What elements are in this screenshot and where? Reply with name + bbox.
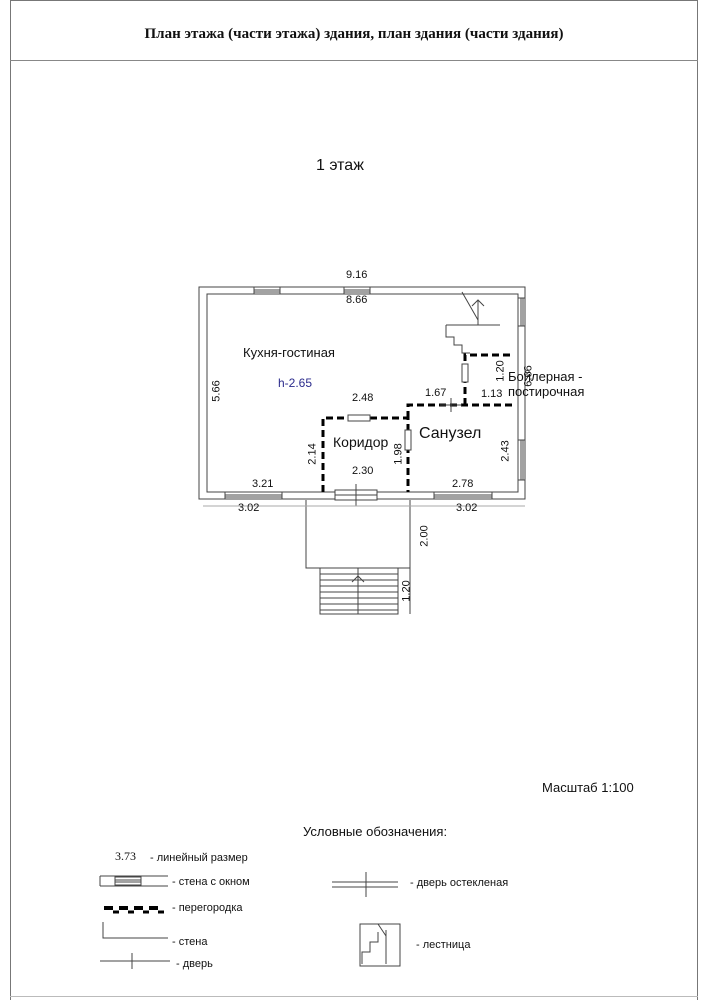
dim-bottom-right-outer: 3.02 xyxy=(456,502,478,514)
dim-bottom-left-inner: 3.21 xyxy=(252,478,274,490)
boiler-partition xyxy=(463,353,512,405)
legend-glass-door: - дверь остекленая xyxy=(410,877,509,889)
legend-stairs: - лестница xyxy=(416,939,471,951)
dim-bath-right: 2.43 xyxy=(499,440,512,462)
dim-outer-top: 9.16 xyxy=(346,269,368,281)
dim-inner-top: 8.66 xyxy=(346,294,368,306)
legend-title: Условные обозначения: xyxy=(303,824,448,839)
dim-bottom-right-inner: 2.78 xyxy=(452,478,474,490)
room-bathroom: Санузел xyxy=(419,425,482,442)
dim-boiler-height: 1.20 xyxy=(494,360,507,382)
dim-corridor-left: 2.14 xyxy=(306,443,319,465)
bottom-window-left xyxy=(224,491,283,500)
dim-bath-top: 1.67 xyxy=(425,387,447,399)
legend-partition: - перегородка xyxy=(172,902,243,914)
interior-stairs xyxy=(445,291,500,354)
left-border xyxy=(10,0,11,1000)
dim-corridor-bottom: 2.30 xyxy=(352,465,374,477)
legend-sample-value: 3.73 xyxy=(115,849,136,863)
bathroom-door xyxy=(404,429,412,451)
scale-label: Масштаб 1:100 xyxy=(542,780,634,795)
porch-stairs xyxy=(319,567,399,615)
page-title: План этажа (части этажа) здания, план зд… xyxy=(144,26,564,42)
dim-porch-length: 2.00 xyxy=(418,525,431,547)
dim-bottom-left-outer: 3.02 xyxy=(238,502,260,514)
legend-wall: - стена xyxy=(172,936,208,948)
ceiling-height: h-2.65 xyxy=(278,376,313,390)
right-window-bottom xyxy=(517,439,526,481)
right-window-top xyxy=(517,297,526,327)
room-boiler-line1: Бойлерная - xyxy=(508,369,583,384)
dim-right-height: 6.66 xyxy=(522,365,535,387)
dim-corridor-top: 2.48 xyxy=(352,392,374,404)
dim-boiler-width: 1.13 xyxy=(481,388,503,400)
dim-corridor-right: 1.98 xyxy=(392,443,405,465)
right-border xyxy=(697,0,698,1000)
room-boiler-line2: постирочная xyxy=(508,384,585,399)
room-kitchen-living: Кухня-гостиная xyxy=(243,345,335,360)
dim-left-height: 5.66 xyxy=(210,380,223,402)
boiler-door xyxy=(461,363,469,383)
room-corridor: Коридор xyxy=(333,434,389,450)
bottom-window-right xyxy=(433,491,493,500)
top-window-center xyxy=(343,286,371,295)
dim-stairs-length: 1.20 xyxy=(400,580,413,602)
corridor-door xyxy=(347,414,371,422)
legend-wall-window: - стена с окном xyxy=(172,876,250,888)
floor-label: 1 этаж xyxy=(316,157,364,174)
top-border xyxy=(10,0,698,1)
porch xyxy=(305,500,411,569)
legend-door: - дверь xyxy=(176,958,213,970)
bathroom-partition xyxy=(406,403,512,418)
legend-linear-size: - линейный размер xyxy=(150,852,248,864)
entrance-door xyxy=(334,484,378,506)
bottom-border xyxy=(10,996,698,997)
top-window-left xyxy=(253,286,281,295)
header-divider xyxy=(10,60,698,61)
